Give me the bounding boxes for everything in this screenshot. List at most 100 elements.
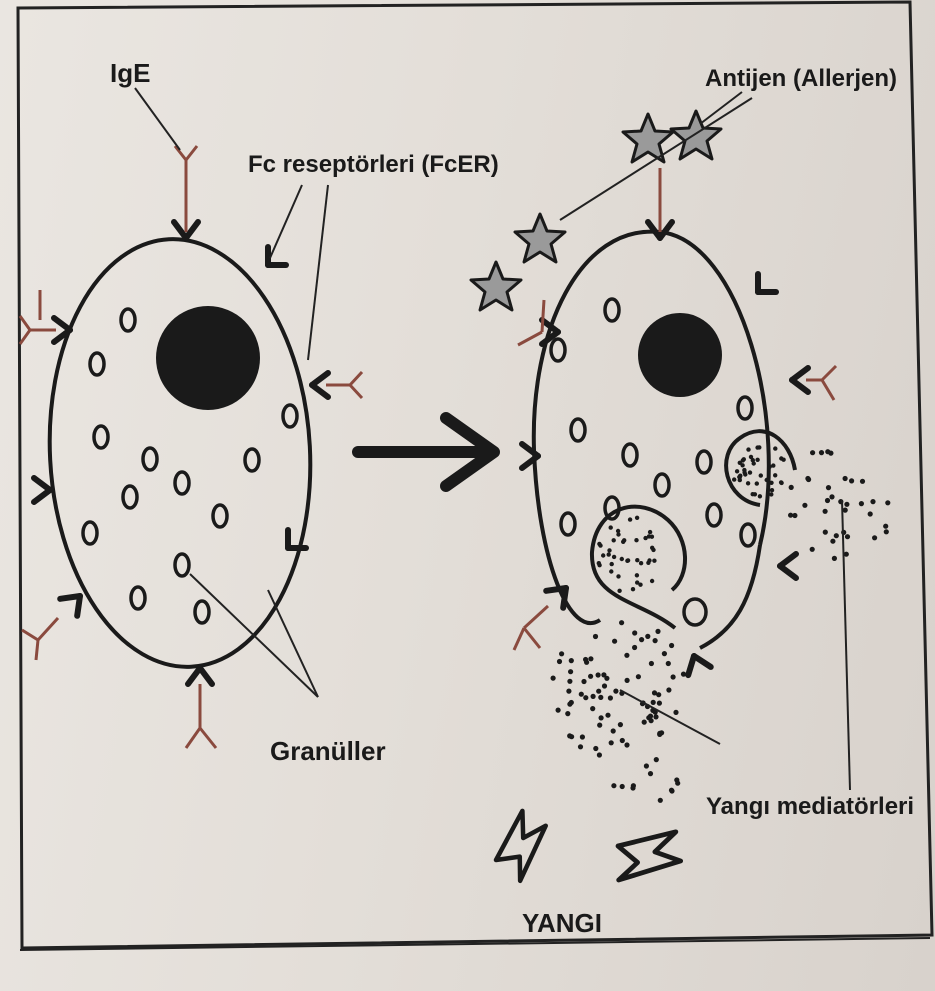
mediator-dot	[569, 658, 574, 663]
mediator-dot	[588, 656, 593, 661]
mediator-dot	[613, 689, 618, 694]
fc-receptor	[188, 668, 212, 684]
mediator-dot	[675, 781, 680, 786]
mediator-dot	[770, 488, 774, 492]
mediator-dot	[755, 445, 759, 449]
mediator-dot	[826, 485, 831, 490]
granule	[175, 472, 189, 494]
mediator-dot	[625, 678, 630, 683]
mediator-dot	[844, 502, 849, 507]
mediator-dot	[597, 561, 601, 565]
mediator-dot	[789, 485, 794, 490]
lightning-icon	[602, 809, 693, 902]
mediator-dot	[645, 634, 650, 639]
mediator-dot	[753, 492, 757, 496]
mediator-dot	[619, 620, 624, 625]
mediator-dot	[779, 481, 783, 485]
ige-pointer	[135, 88, 180, 150]
mediator-dot	[648, 771, 653, 776]
mediator-dot	[602, 683, 607, 688]
mediator-dot	[671, 674, 676, 679]
mediator-dot	[590, 706, 595, 711]
mediator-dot	[604, 676, 609, 681]
mediator-pointer	[842, 500, 850, 790]
mediator-dot	[605, 713, 610, 718]
mediator-dot	[620, 738, 625, 743]
mediator-dot	[591, 694, 596, 699]
mediator-dot	[792, 513, 797, 518]
mediator-dot	[666, 687, 671, 692]
mediator-dot	[578, 744, 583, 749]
mediator-dot	[642, 720, 647, 725]
mediator-dot	[823, 530, 828, 535]
mediator-dot	[742, 470, 746, 474]
mediator-dot	[738, 474, 742, 478]
mediator-dot	[568, 669, 573, 674]
granule	[213, 505, 227, 527]
mediator-dot	[609, 569, 613, 573]
granule	[123, 486, 137, 508]
label-inflammation: YANGI	[522, 908, 602, 938]
mediator-dot	[567, 679, 572, 684]
granule	[175, 554, 189, 576]
granule	[83, 522, 97, 544]
mediator-dot	[624, 653, 629, 658]
mediator-dot	[749, 455, 753, 459]
mediator-dot	[825, 498, 830, 503]
mediator-dot	[735, 469, 739, 473]
mediator-dot	[650, 579, 654, 583]
mediator-dot	[593, 634, 598, 639]
mediator-dot	[746, 481, 750, 485]
granule	[707, 504, 721, 526]
mediator-dot	[748, 470, 752, 474]
mediator-dot	[834, 533, 839, 538]
mediator-dot	[569, 734, 574, 739]
mediator-dot	[583, 695, 588, 700]
mediator-dot	[624, 742, 629, 747]
mediator-dot	[620, 784, 625, 789]
mediator-dot	[596, 672, 601, 677]
mediator-dot	[609, 740, 614, 745]
receptor-pointer	[308, 185, 328, 360]
fc-receptor	[792, 368, 808, 392]
star-icon	[623, 114, 673, 162]
mediator-dot	[588, 674, 593, 679]
mediator-dot	[557, 659, 562, 664]
mediator-dot	[666, 661, 671, 666]
granule	[741, 524, 755, 546]
granule	[143, 448, 157, 470]
mediator-dot	[620, 557, 624, 561]
mediator-dot	[805, 476, 810, 481]
granule	[121, 309, 135, 331]
mediator-dot	[759, 473, 763, 477]
granule	[697, 451, 711, 473]
mediator-dot	[884, 529, 889, 534]
mediator-dot	[610, 562, 614, 566]
bottom-rule	[20, 938, 930, 950]
mediator-dot	[870, 499, 875, 504]
mediator-dot	[849, 478, 854, 483]
mediator-dot	[829, 494, 834, 499]
mediator-dot	[823, 509, 828, 514]
mediator-dot	[559, 651, 564, 656]
mediator-dot	[830, 539, 835, 544]
mediator-dot	[635, 516, 639, 520]
cell-nucleus	[638, 313, 722, 397]
label-ige: IgE	[110, 58, 150, 88]
granule	[94, 426, 108, 448]
mediator-dot	[653, 714, 658, 719]
mediator-dot	[649, 661, 654, 666]
mediator-dot	[810, 450, 815, 455]
mediator-dot	[647, 558, 651, 562]
mediator-dot	[654, 757, 659, 762]
granule	[283, 405, 297, 427]
mediator-dot	[843, 476, 848, 481]
resting-mast-cell	[20, 88, 362, 748]
ige-antibody	[175, 146, 197, 182]
granule	[655, 474, 669, 496]
mediator-dot	[758, 494, 762, 498]
mediator-dot	[652, 690, 657, 695]
star-icon	[471, 262, 521, 310]
granule	[571, 419, 585, 441]
